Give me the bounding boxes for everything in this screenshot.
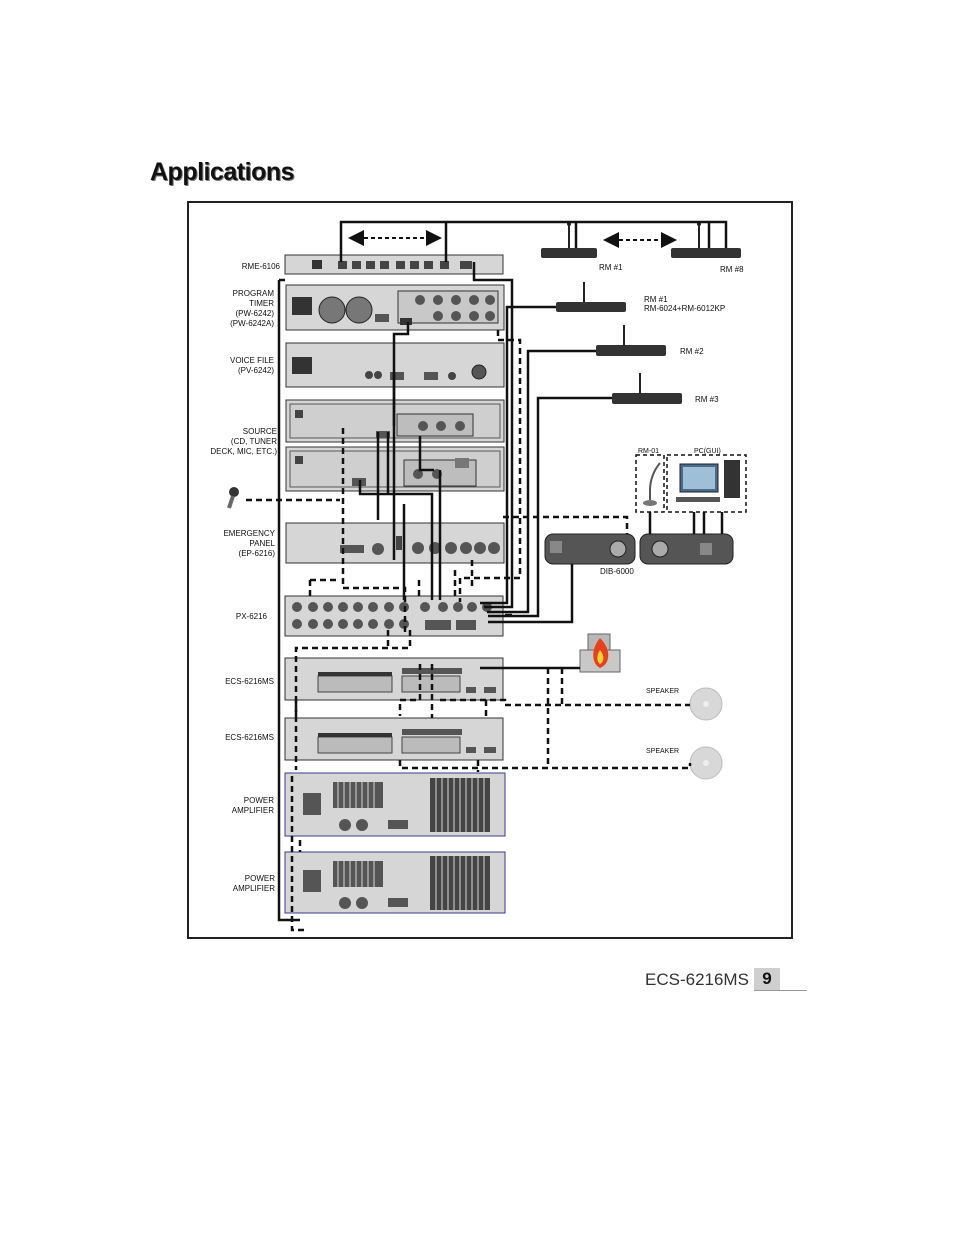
label-program-timer-1: PROGRAM (233, 289, 275, 298)
ecs-6216ms-unit-1 (284, 657, 504, 701)
label-speaker-1: SPEAKER (646, 688, 679, 695)
pc-gui-group (666, 454, 747, 513)
label-speaker-2: SPEAKER (646, 748, 679, 755)
label-emergency-1: EMERGENCY (223, 529, 275, 538)
speaker-1-icon (689, 687, 723, 721)
remote-mic-rm3 (612, 373, 682, 404)
label-dib: DIB-6000 (600, 567, 634, 576)
remote-mic-rm8 (671, 222, 741, 258)
label-voice-file-2: (PV-6242) (238, 366, 274, 375)
fire-alarm-icon (579, 633, 621, 673)
label-rm1-detail-1: RM #1 (644, 295, 668, 304)
label-amp2-1: POWER (245, 874, 275, 883)
label-program-timer-2: TIMER (249, 299, 274, 308)
label-source-2: (CD, TUNER (231, 437, 277, 446)
label-pc: PC(GUI) (694, 448, 721, 455)
remote-mic-rm2 (596, 325, 666, 356)
label-rm1-detail-2: RM-6024+RM-6012KP (644, 304, 725, 313)
dashed-cables (246, 330, 692, 932)
label-rm01: RM-01 (638, 448, 659, 455)
label-emergency-3: (EP-6216) (239, 549, 276, 558)
label-ecs-1: ECS-6216MS (225, 677, 274, 686)
program-timer-unit (285, 284, 505, 331)
solid-cables (277, 220, 728, 922)
label-rm1-top: RM #1 (599, 263, 623, 272)
px-6216-unit (284, 595, 504, 637)
ecs-6216ms-unit-2 (284, 717, 504, 761)
section-heading: Applications (150, 158, 295, 186)
label-source-1: SOURCE (243, 427, 277, 436)
speaker-2-icon (689, 746, 723, 780)
handheld-mic-icon (227, 487, 239, 509)
label-rm3: RM #3 (695, 395, 719, 404)
power-amplifier-unit-1 (284, 772, 506, 837)
label-program-timer-4: (PW-6242A) (230, 319, 274, 328)
dib-6000-unit (544, 533, 734, 565)
label-rm8: RM #8 (720, 265, 744, 274)
label-program-timer-3: (PW-6242) (235, 309, 274, 318)
rm-01-group (635, 454, 665, 513)
rme-6106-unit (284, 254, 504, 275)
label-amp1-2: AMPLIFIER (232, 806, 274, 815)
label-amp2-2: AMPLIFIER (233, 884, 275, 893)
remote-mic-rm1-top (541, 222, 597, 258)
label-px-6216: PX-6216 (236, 612, 268, 621)
footer-rule (754, 990, 807, 991)
label-rme-6106: RME-6106 (242, 262, 281, 271)
label-ecs-2: ECS-6216MS (225, 733, 274, 742)
label-source-3: DECK, MIC, ETC.) (210, 447, 277, 456)
footer-model-name: ECS-6216MS (645, 970, 749, 989)
label-amp1-1: POWER (244, 796, 274, 805)
power-amplifier-unit-2 (284, 851, 506, 914)
label-rm2: RM #2 (680, 347, 704, 356)
label-emergency-2: PANEL (249, 539, 275, 548)
label-voice-file-1: VOICE FILE (230, 356, 274, 365)
remote-mic-rm1-detail (556, 282, 626, 312)
page-number: 9 (754, 968, 780, 990)
